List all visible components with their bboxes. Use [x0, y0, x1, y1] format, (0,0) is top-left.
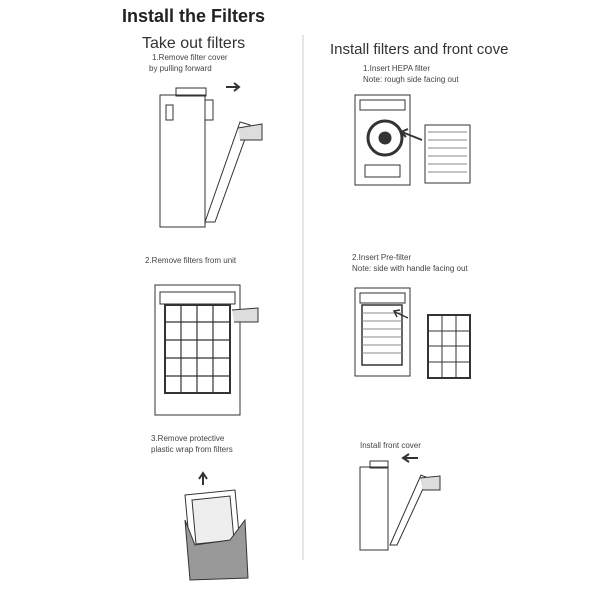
step3-line1: 3.Remove protective [151, 434, 225, 443]
insert-hepa-illustration [354, 94, 471, 186]
remove-wrap-illustration [184, 471, 249, 581]
take-out-heading: Take out filters [142, 35, 246, 52]
install-heading: Install filters and front cove [330, 41, 509, 58]
prefilter-line2: Note: side with handle facing out [352, 264, 468, 273]
prefilter-line1: 2.Insert Pre-filter [352, 253, 412, 262]
front-cover-text: Install front cover [360, 441, 421, 450]
remove-cover-illustration [159, 82, 263, 228]
step3-line2: plastic wrap from filters [151, 445, 233, 454]
step1-line1: 1.Remove filter cover [152, 53, 228, 62]
page-title: Install the Filters [122, 6, 266, 26]
remove-filters-illustration [154, 284, 259, 416]
step2-text: 2.Remove filters from unit [145, 256, 237, 265]
hepa-line1: 1.Insert HEPA filter [363, 64, 430, 73]
install-cover-illustration [359, 453, 441, 551]
step1-line2: by pulling forward [149, 64, 212, 73]
insert-prefilter-illustration [354, 287, 471, 379]
hepa-line2: Note: rough side facing out [363, 75, 459, 84]
